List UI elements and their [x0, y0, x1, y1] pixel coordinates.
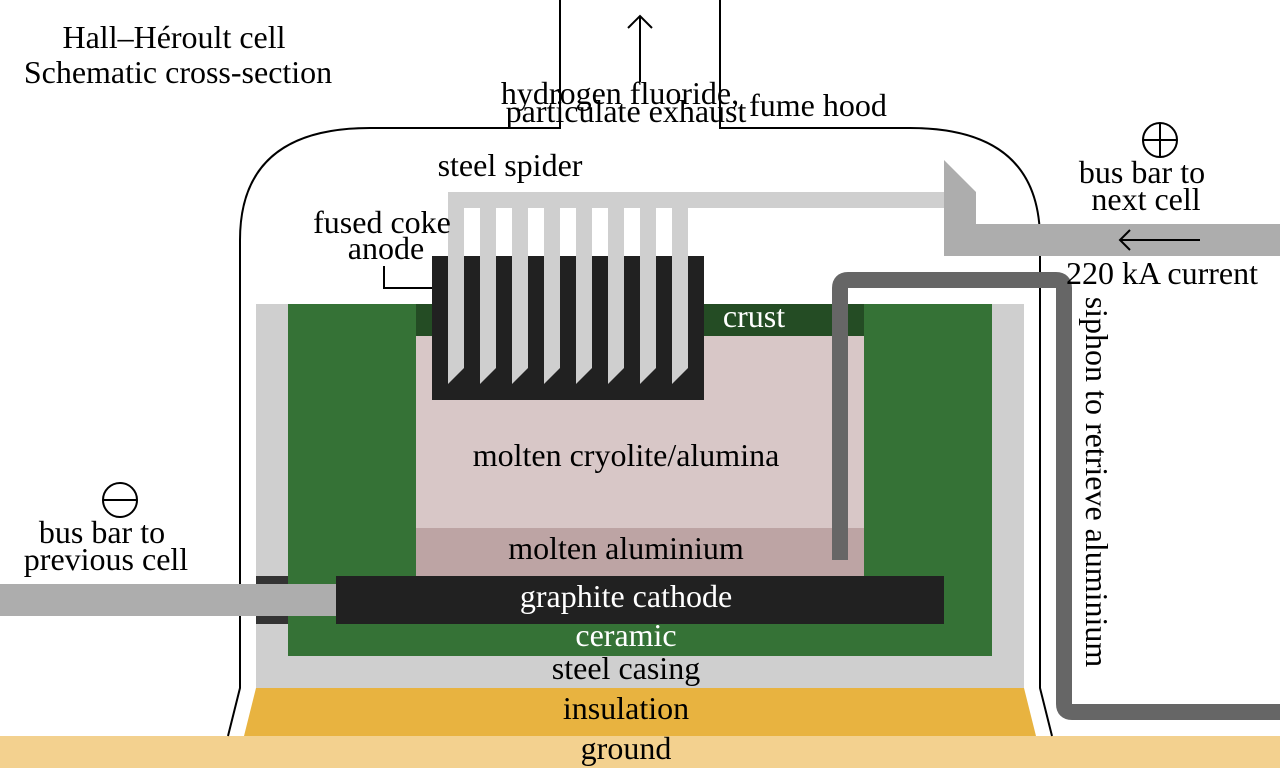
spider-rod — [512, 200, 528, 384]
title-line2: Schematic cross-section — [24, 54, 332, 90]
aluminium-pool — [416, 528, 864, 576]
coke-anode — [432, 256, 704, 400]
bus-prev-label-line2: previous cell — [24, 541, 189, 577]
current-arrow-icon — [1118, 229, 1200, 251]
current-label: 220 kA current — [1066, 255, 1258, 291]
spider-rod — [672, 200, 688, 384]
bus-next-label-line1: bus bar to — [1079, 154, 1205, 190]
title-line1: Hall–Héroult cell — [62, 19, 285, 55]
positive-terminal-icon — [1142, 122, 1178, 158]
bus-prev-label-line1: bus bar to — [39, 514, 165, 550]
steel-spider-rods — [448, 200, 688, 384]
insulation-label: insulation — [563, 690, 689, 726]
insulation-layer — [244, 688, 1036, 736]
ground-layer — [0, 736, 1280, 768]
anode-label-line1: fused coke — [313, 204, 451, 240]
siphon-label: siphon to retrieve aluminium — [1079, 297, 1115, 668]
ceramic-label: ceramic — [575, 617, 676, 653]
cryolite-label: molten cryolite/alumina — [473, 437, 780, 473]
fume-hood-label: fume hood — [749, 87, 887, 123]
spider-rod — [544, 200, 560, 384]
siphon-tube — [832, 272, 1280, 720]
graphite-cathode — [336, 576, 944, 624]
negative-terminal-icon — [102, 482, 138, 518]
ground-label: ground — [581, 730, 672, 766]
spider-rod — [448, 200, 464, 384]
bus-next-label-line2: next cell — [1091, 181, 1200, 217]
spider-rod — [576, 200, 592, 384]
spider-rod — [608, 200, 624, 384]
bus-bar-previous — [0, 584, 336, 616]
exhaust-label-line1: hydrogen fluoride, — [501, 75, 739, 111]
bus-bar-next — [944, 160, 1280, 256]
spider-rod — [640, 200, 656, 384]
steel-spider-label: steel spider — [438, 147, 583, 183]
anode-label-line2: anode — [348, 230, 424, 266]
steel-casing-label: steel casing — [552, 650, 700, 686]
exhaust-arrow-icon — [627, 14, 653, 82]
steel-spider-bar — [448, 192, 948, 208]
anode-leader-line — [383, 266, 432, 289]
cathode-label: graphite cathode — [520, 578, 732, 614]
aluminium-label: molten aluminium — [508, 530, 744, 566]
exhaust-label-line2: particulate exhaust — [506, 93, 747, 129]
crust-label: crust — [723, 298, 785, 334]
spider-rod — [480, 200, 496, 384]
